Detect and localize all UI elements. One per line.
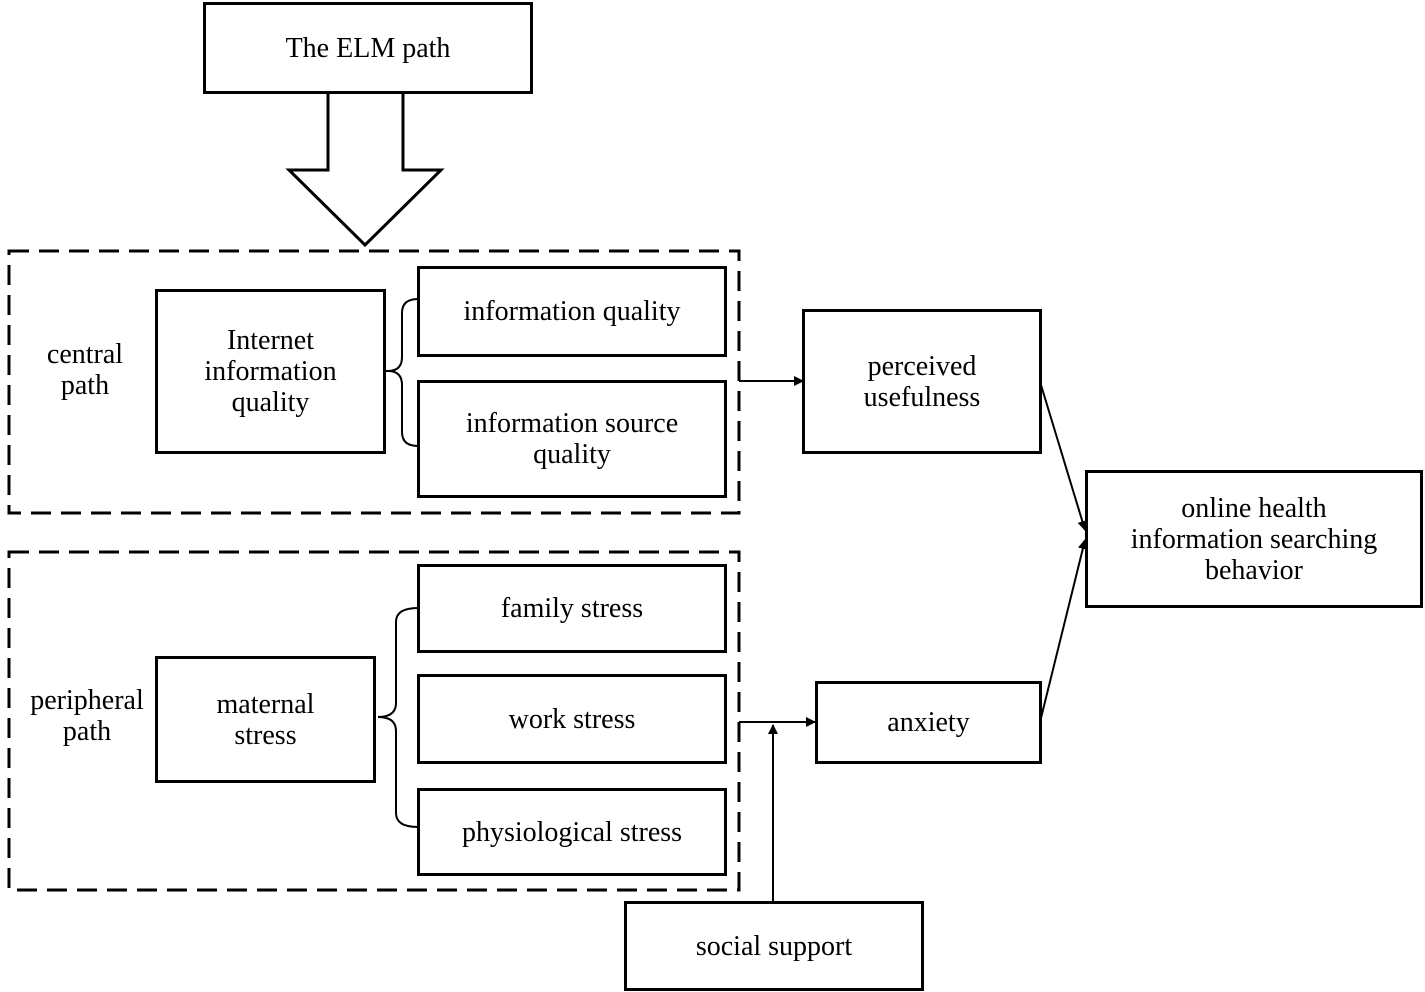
elm-path-title: The ELM path (285, 32, 451, 64)
perceived-usefulness-box: perceived usefulness (802, 309, 1042, 454)
information-quality-box: information quality (417, 266, 727, 357)
online-health-information-searching-behavior-label: online health information searching beha… (1130, 492, 1378, 586)
peripheral-brace (377, 607, 419, 828)
arrow-usefulness-to-behavior (1040, 384, 1088, 531)
information-quality-label: information quality (463, 296, 681, 327)
peripheral-path-label: peripheral path (30, 685, 144, 747)
maternal-stress-box: maternal stress (155, 656, 376, 783)
peripheral-path-group-border (7, 550, 741, 892)
internet-information-quality-box: Internet information quality (155, 289, 386, 454)
elm-path-title-box: The ELM path (203, 2, 533, 94)
family-stress-label: family stress (500, 593, 644, 624)
central-path-label: central path (46, 339, 124, 401)
social-support-label: social support (695, 930, 853, 962)
work-stress-box: work stress (417, 674, 727, 764)
physiological-stress-label: physiological stress (461, 816, 683, 848)
maternal-stress-label: maternal stress (216, 688, 315, 751)
information-source-quality-label: information source quality (465, 408, 679, 470)
online-health-information-searching-behavior-box: online health information searching beha… (1085, 470, 1423, 608)
social-support-box: social support (624, 901, 924, 991)
elm-hollow-arrow (285, 93, 445, 248)
physiological-stress-box: physiological stress (417, 788, 727, 876)
central-path-group-border (7, 249, 741, 515)
perceived-usefulness-label: perceived usefulness (863, 350, 981, 413)
internet-information-quality-label: Internet information quality (204, 325, 337, 418)
information-source-quality-box: information source quality (417, 380, 727, 498)
central-path-label-wrap: central path (20, 330, 150, 410)
arrow-anxiety-to-behavior (1040, 539, 1088, 719)
work-stress-label: work stress (508, 703, 636, 735)
anxiety-label: anxiety (887, 707, 970, 738)
peripheral-path-label-wrap: peripheral path (18, 676, 156, 756)
family-stress-box: family stress (417, 564, 727, 653)
anxiety-box: anxiety (815, 681, 1042, 764)
